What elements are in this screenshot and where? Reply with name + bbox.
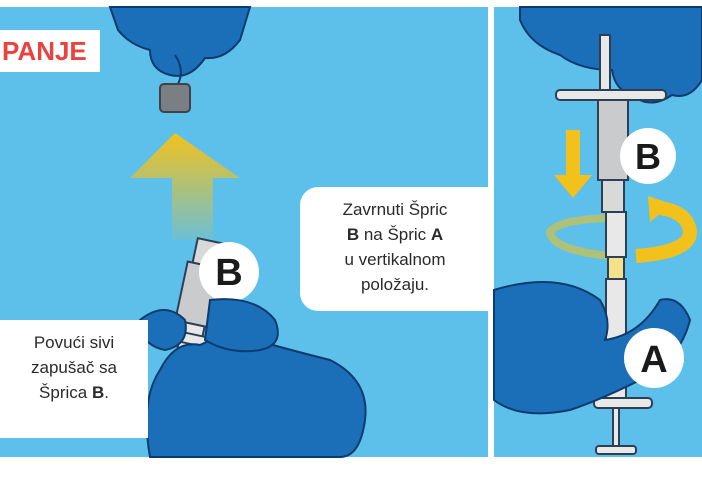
label-circle-a-right	[624, 328, 684, 388]
instruction-line: u vertikalnom	[344, 250, 446, 269]
label-b-left: B	[215, 252, 242, 294]
upper-hand-left	[108, 6, 252, 85]
gray-cap	[159, 83, 191, 113]
label-circle-b-left	[199, 242, 259, 302]
instruction-text: na Špric	[359, 225, 431, 244]
syringe-letter: B	[91, 383, 105, 402]
instruction-screw-syringes: Zavrnuti Špric B na Špric A u vertikalno…	[300, 187, 490, 311]
instruction-line: Šprica B.	[0, 380, 148, 405]
label-circle-b-right	[620, 128, 676, 184]
instruction-text: Šprica	[39, 383, 92, 402]
instruction-line: Zavrnuti Špric	[342, 200, 448, 219]
label-a-right: A	[640, 339, 667, 381]
instruction-line: Povući sivi	[33, 333, 115, 352]
syringe-b-right	[555, 34, 667, 213]
syringe-letter: A	[430, 225, 444, 244]
push-down-arrow	[554, 130, 592, 198]
warning-badge: PANJE	[0, 30, 100, 72]
instruction-line: položaju.	[360, 275, 430, 294]
label-b-right: B	[635, 136, 661, 177]
rotate-arrow	[545, 196, 698, 263]
panel-divider	[488, 7, 494, 457]
syringe-letter: B	[346, 225, 360, 244]
lower-hand-left	[138, 298, 367, 458]
lower-hand-right	[493, 281, 692, 415]
instruction-remove-cap: Povući sivi zapušač sa Šprica B.	[0, 320, 148, 438]
instruction-text: .	[104, 383, 109, 402]
instruction-line: zapušač sa	[31, 358, 117, 377]
pull-up-arrow	[130, 133, 240, 240]
instruction-line: B na Špric A	[300, 222, 490, 247]
